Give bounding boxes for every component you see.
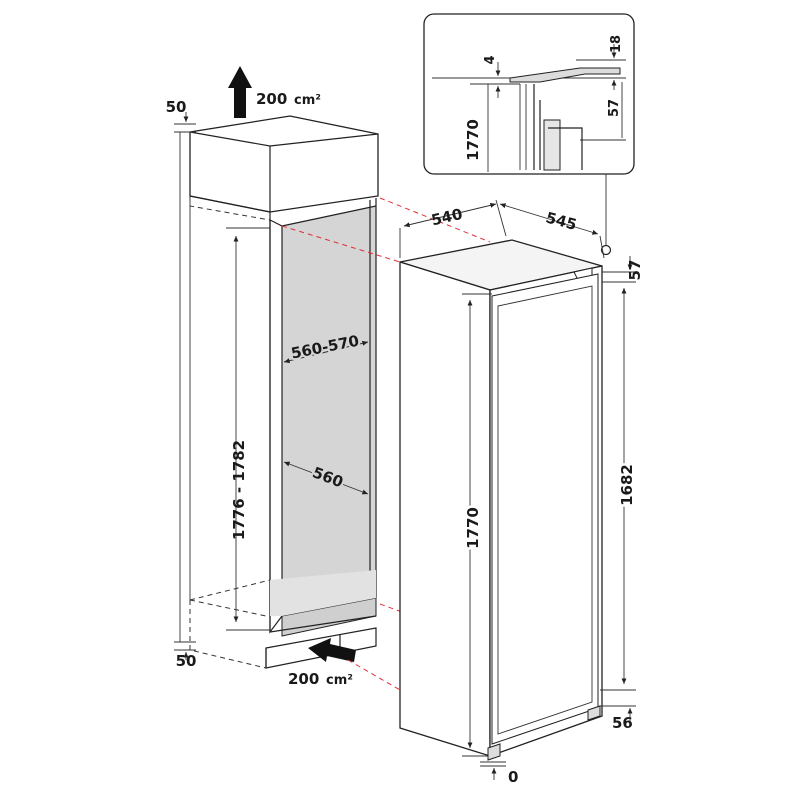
air-bottom-value: 200 <box>288 670 319 688</box>
appliance-depth-label: 545 <box>544 208 579 233</box>
air-outlet-arrow <box>228 66 252 118</box>
niche-back <box>282 206 376 616</box>
inset-shelf <box>509 67 621 83</box>
top-offset-label: 57 <box>626 260 644 281</box>
niche-side <box>269 219 283 634</box>
inset-gap-right-label: 18 <box>609 35 624 53</box>
air-top-unit: cm² <box>294 93 321 108</box>
floor-gap-dimension: 0 <box>480 761 518 786</box>
inset-offset-label: 57 <box>607 99 622 117</box>
door-height-label: 1682 <box>618 464 636 506</box>
floor-gap-label: 0 <box>508 768 518 786</box>
air-flow: 200 cm² 200 cm² <box>228 66 356 688</box>
alignment-lines <box>281 197 491 691</box>
appliance-width-label: 540 <box>430 205 465 230</box>
niche-height-dimension: 1776 - 1782 <box>226 227 270 631</box>
air-top-value: 200 <box>256 90 287 108</box>
inset-frame <box>423 13 635 175</box>
appliance-height-dimension: 1770 <box>462 293 492 757</box>
appliance-height-label: 1770 <box>464 507 482 549</box>
clearance-bottom-label: 50 <box>176 652 197 670</box>
niche-height-label: 1776 - 1782 <box>230 440 248 540</box>
cabinet <box>174 112 379 669</box>
appliance <box>399 239 603 761</box>
top-cabinet <box>189 115 379 213</box>
detail-marker <box>600 244 612 256</box>
air-bottom-unit: cm² <box>326 673 353 688</box>
inset-height-label: 1770 <box>464 119 482 161</box>
appliance-door <box>491 273 599 745</box>
air-inlet-arrow <box>308 638 356 662</box>
door-dimensions: 1682 57 56 <box>600 256 644 732</box>
bottom-offset-label: 56 <box>612 714 633 732</box>
clearance-top-label: 50 <box>166 98 187 116</box>
detail-inset: 4 1770 18 57 <box>423 13 635 256</box>
inset-gap-left-label: 4 <box>483 55 498 64</box>
